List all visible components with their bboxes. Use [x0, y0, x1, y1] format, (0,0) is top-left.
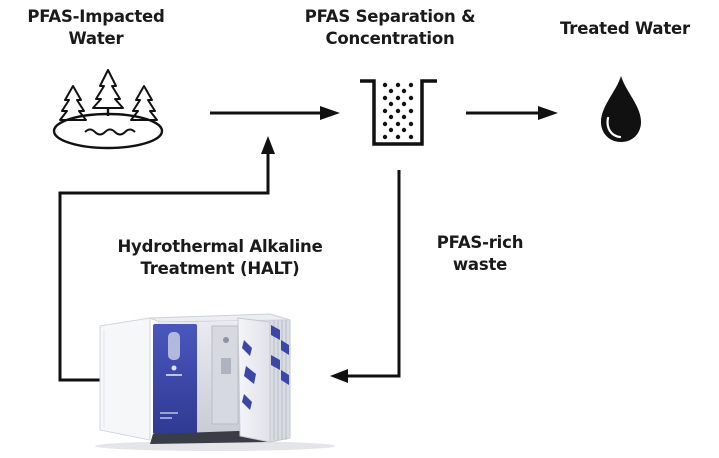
tree-icon — [92, 69, 124, 116]
filter-media-dot — [382, 108, 388, 114]
filter-media-dot — [395, 82, 401, 88]
lake-with-trees-icon — [52, 69, 164, 150]
filter-media-dot — [388, 88, 394, 94]
halt-label-line1: Hydrothermal Alkaline — [117, 237, 323, 256]
tree-icon — [130, 85, 158, 121]
filter-media-dot — [382, 121, 388, 127]
arrow-separation-to-halt — [330, 170, 401, 383]
filter-media-dot — [408, 121, 414, 127]
filter-media-dot — [388, 101, 394, 107]
treated-water-label: Treated Water — [540, 18, 710, 40]
water-drop-icon — [601, 76, 641, 142]
filter-media-dot — [382, 95, 388, 101]
filter-media-dot — [395, 134, 401, 140]
pfas-rich-waste-label: PFAS-rich waste — [420, 232, 540, 276]
filter-media-dot — [408, 108, 414, 114]
treated-water-label-line1: Treated Water — [560, 19, 690, 38]
filter-media-dot — [382, 82, 388, 88]
filter-media-dot — [395, 95, 401, 101]
separation-label-line1: PFAS Separation & — [304, 7, 476, 26]
halt-label: Hydrothermal Alkaline Treatment (HALT) — [110, 236, 330, 280]
impacted-water-label: PFAS-Impacted Water — [8, 6, 184, 50]
filter-media-dot — [408, 134, 414, 140]
pfas-rich-waste-label-line1: PFAS-rich — [436, 233, 524, 252]
filter-media-dot — [388, 114, 394, 120]
filter-media-dot — [395, 108, 401, 114]
filter-vessel-icon — [360, 79, 437, 146]
filter-media-dot — [401, 127, 407, 133]
arrow-halt-recycle-to-separation — [58, 136, 275, 382]
separation-label-line2: Concentration — [325, 29, 455, 48]
halt-container-unit-image — [95, 313, 335, 451]
filter-media-dot — [388, 127, 394, 133]
filter-media-dot — [401, 101, 407, 107]
pfas-rich-waste-label-line2: waste — [452, 255, 508, 274]
filter-media-dot — [382, 134, 388, 140]
arrow-impacted-to-separation — [210, 106, 340, 120]
filter-media-dot — [395, 121, 401, 127]
filter-media-dot — [401, 88, 407, 94]
impacted-water-label-line1: PFAS-Impacted — [27, 7, 165, 26]
separation-label: PFAS Separation & Concentration — [290, 6, 490, 50]
impacted-water-label-line2: Water — [68, 29, 124, 48]
arrow-separation-to-treated — [466, 106, 558, 120]
tree-icon — [59, 85, 87, 121]
halt-label-line2: Treatment (HALT) — [140, 259, 300, 278]
filter-media-dot — [408, 95, 414, 101]
filter-media-dot — [408, 82, 414, 88]
filter-media-dot — [401, 114, 407, 120]
